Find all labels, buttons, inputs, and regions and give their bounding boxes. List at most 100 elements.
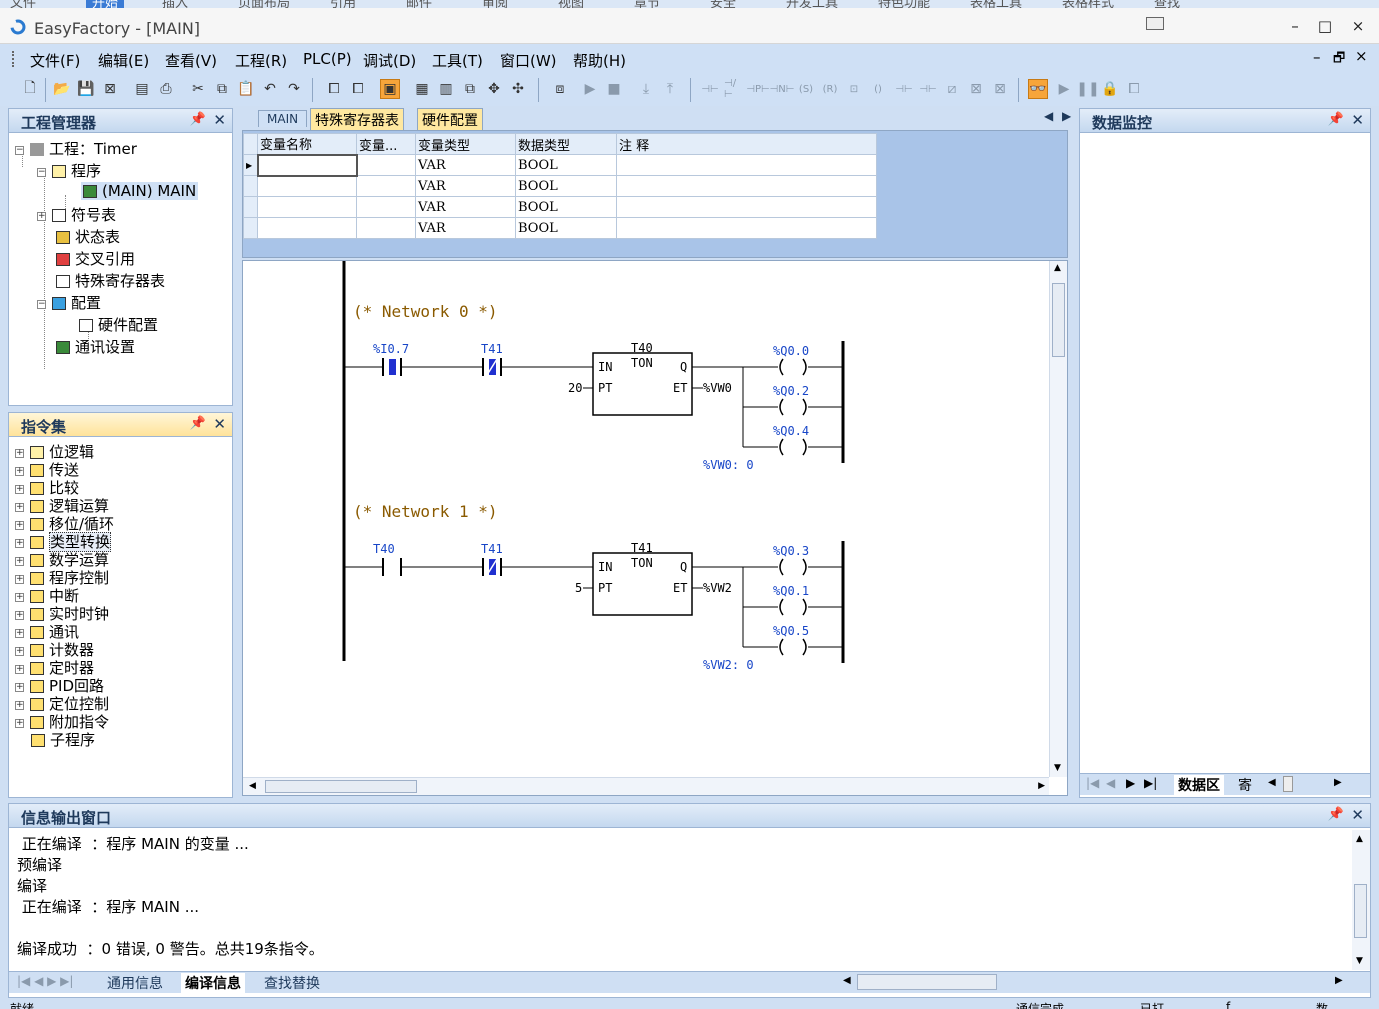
zoom-fit-icon[interactable]: ✣ (508, 79, 528, 99)
table-row[interactable]: VARBOOL (244, 176, 877, 197)
output-hscroll-right-icon[interactable]: ▶ (1335, 975, 1343, 986)
minimize-button[interactable]: – (1280, 17, 1310, 35)
header-var-type[interactable]: 变量类型 (416, 134, 516, 155)
coil-right-arc[interactable] (803, 359, 806, 375)
scroll-down-icon[interactable]: ▼ (1054, 763, 1061, 773)
mdi-close-button[interactable]: × (1355, 47, 1368, 65)
expand-icon[interactable]: + (15, 629, 24, 638)
coil-right-arc[interactable] (803, 559, 806, 575)
branch-icon[interactable]: ⧄ (942, 79, 962, 99)
tab-scroll-left-icon[interactable]: ◀ (1044, 109, 1053, 123)
table-cell[interactable]: BOOL (516, 197, 617, 218)
maximize-button[interactable]: □ (1310, 17, 1340, 35)
ribbon-tab[interactable]: 页面布局 (238, 0, 290, 8)
table-row[interactable]: ▶VARBOOL (244, 155, 877, 176)
first-page-icon[interactable]: |◀ (1086, 776, 1099, 790)
coil-left-arc[interactable] (780, 559, 783, 575)
coil-right-arc[interactable] (803, 439, 806, 455)
pages-icon[interactable]: ⧉ (460, 79, 480, 99)
pin-icon[interactable]: 📌 (190, 416, 206, 431)
table-cell[interactable] (617, 155, 877, 176)
f5-contact-icon[interactable]: ⊣N⊢ (772, 79, 792, 99)
ribbon-tab[interactable]: 开发工具 (786, 0, 838, 8)
table-cell[interactable] (357, 197, 416, 218)
menu-plc[interactable]: PLC(P) (303, 50, 352, 68)
ribbon-tab[interactable]: 表格工具 (970, 0, 1022, 8)
table-cell[interactable]: VAR (416, 197, 516, 218)
tab-find-replace[interactable]: 查找替换 (264, 973, 320, 993)
table-cell[interactable] (617, 197, 877, 218)
save-icon[interactable]: 💾 (76, 79, 96, 99)
output-hscroll-left-icon[interactable]: ◀ (843, 975, 851, 986)
horizontal-scrollbar[interactable]: ◀ ▶ (243, 777, 1049, 795)
expand-icon[interactable]: + (15, 665, 24, 674)
scroll-down-icon[interactable]: ▼ (1356, 956, 1363, 966)
table-cell[interactable]: VAR (416, 176, 516, 197)
undo-icon[interactable]: ↶ (260, 79, 280, 99)
stop-icon[interactable]: ■ (604, 79, 624, 99)
table-cell[interactable] (258, 155, 357, 176)
redo-icon[interactable]: ↷ (284, 79, 304, 99)
lock-icon[interactable]: 🔒 (1100, 79, 1120, 99)
table-row[interactable]: VARBOOL (244, 197, 877, 218)
table-cell[interactable] (258, 197, 357, 218)
panel-close-icon[interactable]: ✕ (213, 415, 226, 433)
expand-icon[interactable]: + (15, 575, 24, 584)
last-page-icon[interactable]: ▶| (1144, 776, 1157, 790)
restore-float-icon[interactable] (1146, 17, 1164, 30)
force-icon[interactable]: ⧠ (1124, 79, 1144, 99)
monitor-toggle-icon[interactable]: ▣ (380, 79, 400, 99)
mdi-minimize-button[interactable]: – (1313, 48, 1321, 66)
pause-icon[interactable]: ❚❚ (1078, 79, 1098, 99)
expand-icon[interactable]: + (15, 701, 24, 710)
menu-edit[interactable]: 编辑(E) (98, 50, 149, 71)
ladder-diagram[interactable]: (* Network 0 *)%I0.7T41T40TONINPTQET20%V… (243, 261, 1049, 777)
tab-general-info[interactable]: 通用信息 (107, 973, 163, 993)
first-page-icon[interactable]: |◀ ◀ ▶ ▶| (17, 974, 73, 988)
f2-contact-icon[interactable]: ⊣⊢ (700, 79, 720, 99)
ribbon-tab[interactable]: 开始 (86, 0, 124, 8)
coil-right-arc[interactable] (803, 639, 806, 655)
expand-icon[interactable]: + (15, 647, 24, 656)
expand-icon[interactable]: + (15, 449, 24, 458)
f3-contact-icon[interactable]: ⊣/⊢ (724, 79, 744, 99)
expand-icon[interactable]: + (15, 467, 24, 476)
menu-view[interactable]: 查看(V) (165, 50, 217, 71)
upload-plc-icon[interactable]: ⤒ (660, 79, 680, 99)
tree-item-symbol-table[interactable]: +符号表 (37, 204, 116, 225)
ribbon-tab[interactable]: 查找 (1154, 0, 1180, 8)
table-cell[interactable]: BOOL (516, 176, 617, 197)
tree-item-cross-reference[interactable]: 交叉引用 (56, 248, 135, 269)
download-plc-icon[interactable]: ⤓ (636, 79, 656, 99)
cut-icon[interactable]: ✂ (188, 79, 208, 99)
tree-item-project[interactable]: −工程：Timer (15, 138, 137, 159)
pin-icon[interactable]: 📌 (1328, 807, 1344, 822)
replace-icon[interactable]: ⧠ (348, 79, 368, 99)
pin-icon[interactable]: 📌 (1328, 112, 1344, 127)
paste-icon[interactable]: 📋 (236, 79, 256, 99)
table-cell[interactable] (357, 155, 416, 176)
header-var-addr[interactable]: 变量... (357, 134, 416, 155)
vertical-scrollbar[interactable]: ▲ ▼ (1049, 261, 1067, 777)
debug-run-icon[interactable]: ▶ (1054, 79, 1074, 99)
scroll-up-icon[interactable]: ▲ (1356, 834, 1363, 844)
scroll-thumb[interactable] (1354, 884, 1367, 938)
header-var-name[interactable]: 变量名称 (258, 134, 357, 155)
tab-special-registers[interactable]: 特殊寄存器表 (310, 108, 404, 132)
copy-icon[interactable]: ⧉ (212, 79, 232, 99)
move-icon[interactable]: ✥ (484, 79, 504, 99)
expand-icon[interactable]: + (15, 485, 24, 494)
delete-icon[interactable]: ⊠ (990, 79, 1010, 99)
pin-icon[interactable]: 📌 (190, 112, 206, 127)
tree-item-hardware-config[interactable]: 硬件配置 (79, 314, 158, 335)
panel-close-icon[interactable]: ✕ (213, 111, 226, 129)
f12-coil-icon[interactable]: () (868, 79, 888, 99)
ribbon-tab[interactable]: 邮件 (406, 0, 432, 8)
expand-icon[interactable]: + (15, 593, 24, 602)
table-cell[interactable] (258, 176, 357, 197)
tab-data-area[interactable]: 数据区 (1174, 775, 1224, 795)
f10-reset-coil-icon[interactable]: (R) (820, 79, 840, 99)
print-preview-icon[interactable]: ▤ (132, 79, 152, 99)
monitor-scroll-right-icon[interactable]: ▶ (1334, 777, 1342, 788)
expand-icon[interactable]: + (15, 683, 24, 692)
